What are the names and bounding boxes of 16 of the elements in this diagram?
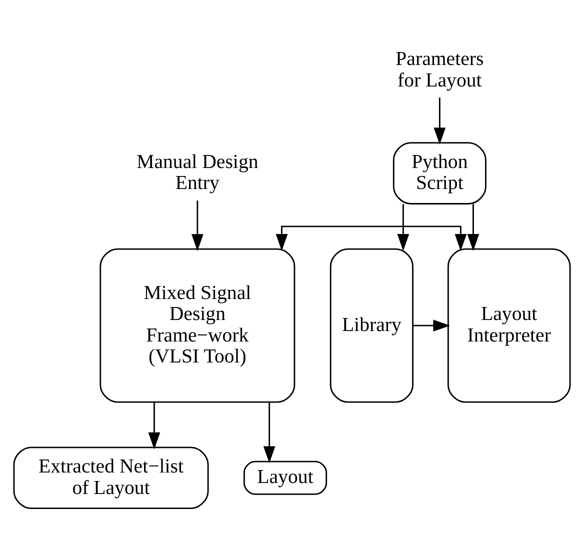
node-text: Manual Design Entry xyxy=(136,150,258,194)
node-box: Library xyxy=(330,248,414,402)
node-box: Layout xyxy=(243,460,328,494)
arrow xyxy=(467,204,480,250)
arrow xyxy=(434,97,446,144)
node-box: Python Script xyxy=(392,142,486,204)
arrow xyxy=(276,225,467,251)
node-box: Mixed Signal Design Frame−work (VLSI Tool) xyxy=(100,248,296,402)
node-text: Parameters for Layout xyxy=(396,48,484,91)
arrow xyxy=(148,402,160,449)
arrow xyxy=(412,319,450,332)
node-box: Extracted Net−list of Layout xyxy=(13,446,209,509)
arrow xyxy=(263,402,276,463)
node-box: Layout Interpreter xyxy=(447,248,571,402)
arrow xyxy=(191,200,204,251)
arrow xyxy=(397,204,410,250)
